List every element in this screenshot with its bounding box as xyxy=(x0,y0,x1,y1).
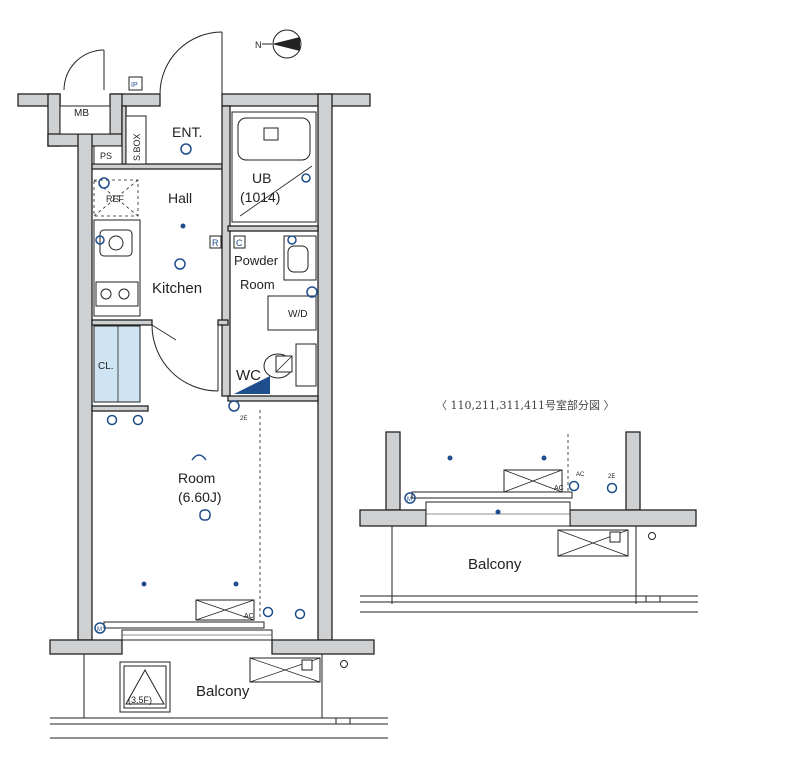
wc-door-swing xyxy=(234,376,270,394)
kitchen-counter xyxy=(93,219,141,317)
inset-ac-label: AC xyxy=(554,485,564,492)
room-outlet-1-icon xyxy=(106,414,118,426)
inset-meter-label: M xyxy=(407,497,412,503)
toilet xyxy=(263,343,317,387)
sbox-box xyxy=(125,115,147,165)
balcony-label: Balcony xyxy=(196,683,250,700)
kitchen-label: Kitchen xyxy=(152,280,202,297)
inset-window xyxy=(411,491,573,527)
room-label: Room xyxy=(178,470,215,486)
kitchen-outlet-icon xyxy=(98,177,110,189)
inset-light-icon xyxy=(495,509,501,515)
walls xyxy=(17,93,375,655)
room-outlet-3-label: 2E xyxy=(240,416,247,422)
powder-label-1: Powder xyxy=(234,253,279,268)
inset-ac-outlet-icon xyxy=(568,480,580,492)
ub-label: UB xyxy=(252,170,271,186)
refrigerator-space xyxy=(93,179,139,217)
ub-size-label: (1014) xyxy=(240,189,280,205)
room-downlight-1-icon xyxy=(141,581,147,587)
kitchen-tap-icon xyxy=(95,235,105,245)
compass-icon xyxy=(262,29,302,59)
entrance-door xyxy=(159,31,223,95)
compass-north-label: N xyxy=(255,40,262,50)
room-window xyxy=(103,621,273,641)
hall-downlight-icon xyxy=(180,223,186,229)
meter-icon xyxy=(94,622,106,634)
balcony-area xyxy=(50,654,388,739)
inset-caption: 〈 110,211,311,411号室部分図 〉 xyxy=(436,398,614,412)
inset-outlet-label: 2E xyxy=(608,474,615,480)
mb-door xyxy=(63,49,105,91)
ps-label: PS xyxy=(100,151,112,161)
hatch-label: (3,5F) xyxy=(128,695,152,705)
wc-label: WC xyxy=(236,367,261,384)
air-conditioner xyxy=(195,599,255,621)
ps-box xyxy=(93,145,123,165)
wd-label: W/D xyxy=(288,309,307,320)
inset-balcony-label: Balcony xyxy=(468,556,522,573)
ac-outdoor-unit xyxy=(249,657,321,683)
inset-drain-icon xyxy=(648,532,656,540)
room-outlet-3-icon xyxy=(228,400,240,412)
hall-label: Hall xyxy=(168,190,192,206)
inset-downlight-1-icon xyxy=(447,455,453,461)
entrance-label: ENT. xyxy=(172,124,202,140)
sbox-label: S.BOX xyxy=(132,133,142,161)
room-ceiling-light-icon xyxy=(191,454,207,461)
inset-balcony-area xyxy=(360,526,698,613)
room-outlet-2-icon xyxy=(132,414,144,426)
room-outlet-4-icon xyxy=(294,608,306,620)
ac-label: AC xyxy=(244,613,254,620)
inset-meter-icon xyxy=(404,492,416,504)
c-socket-label: C xyxy=(236,238,243,248)
r-socket xyxy=(209,235,222,249)
room-size-label: (6.60J) xyxy=(178,489,222,505)
inset-downlight-2-icon xyxy=(541,455,547,461)
wd-outlet-icon xyxy=(306,286,318,298)
ip-label: IP xyxy=(131,82,138,89)
inset-outlet-icon xyxy=(606,482,618,494)
inset-walls xyxy=(359,431,697,527)
mb-box xyxy=(59,105,111,135)
room-door xyxy=(151,324,219,392)
drain-icon xyxy=(340,660,348,668)
mb-label: MB xyxy=(74,108,89,119)
closet xyxy=(93,325,141,403)
powder-label-2: Room xyxy=(240,277,275,292)
ip-box xyxy=(128,76,143,91)
powder-outlet-icon xyxy=(287,235,297,245)
c-socket xyxy=(233,235,246,249)
r-socket-label: R xyxy=(212,238,219,248)
closet-label: CL. xyxy=(98,361,114,372)
room-downlight-2-icon xyxy=(233,581,239,587)
entrance-light-icon xyxy=(180,143,192,155)
room-sensor-icon xyxy=(199,509,211,521)
escape-hatch xyxy=(119,661,171,713)
ac-outlet-icon xyxy=(262,606,274,618)
meter-label: M xyxy=(97,627,102,633)
washer-space xyxy=(267,295,317,331)
bath-faucet-icon xyxy=(301,173,311,183)
unit-bath xyxy=(231,111,317,223)
ref-label: REF xyxy=(106,194,125,204)
kitchen-light-icon xyxy=(174,258,186,270)
inset-ac-2e-label: AC xyxy=(576,472,585,478)
inset-ac-outdoor-unit xyxy=(557,529,629,557)
